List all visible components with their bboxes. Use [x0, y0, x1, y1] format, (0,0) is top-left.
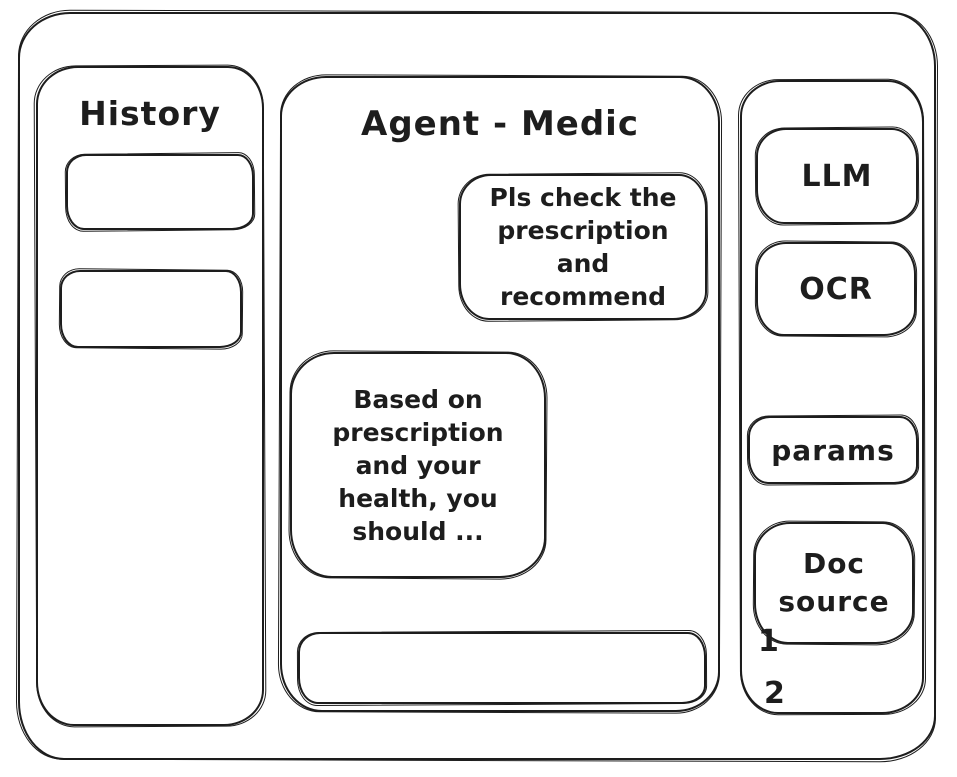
- chat-panel: Agent - Medic Pls check the prescription…: [280, 76, 720, 712]
- message-input[interactable]: [300, 634, 704, 702]
- app-window-frame: History Agent - Medic Pls check the pres…: [18, 12, 936, 760]
- agent-message-bubble: Based on prescription and your health, y…: [290, 352, 546, 578]
- history-panel: History: [36, 66, 264, 726]
- history-item[interactable]: [66, 154, 254, 230]
- message-input-bar: [298, 632, 706, 704]
- history-item[interactable]: [60, 270, 242, 348]
- doc-source-item-1[interactable]: 1: [758, 624, 779, 659]
- user-message-text: Pls check the prescription and recommend: [489, 183, 677, 311]
- history-title: History: [79, 94, 221, 133]
- tools-panel: LLM OCR params Doc source 1 2: [740, 80, 924, 714]
- user-message-bubble: Pls check the prescription and recommend: [459, 174, 707, 320]
- chat-title: Agent - Medic: [361, 104, 639, 144]
- doc-source-item-2[interactable]: 2: [764, 676, 785, 711]
- agent-message-text: Based on prescription and your health, y…: [332, 384, 504, 546]
- params-button[interactable]: params: [748, 416, 918, 484]
- llm-button[interactable]: LLM: [756, 128, 918, 224]
- doc-source-button[interactable]: Doc source: [754, 522, 914, 644]
- ocr-button[interactable]: OCR: [756, 242, 916, 336]
